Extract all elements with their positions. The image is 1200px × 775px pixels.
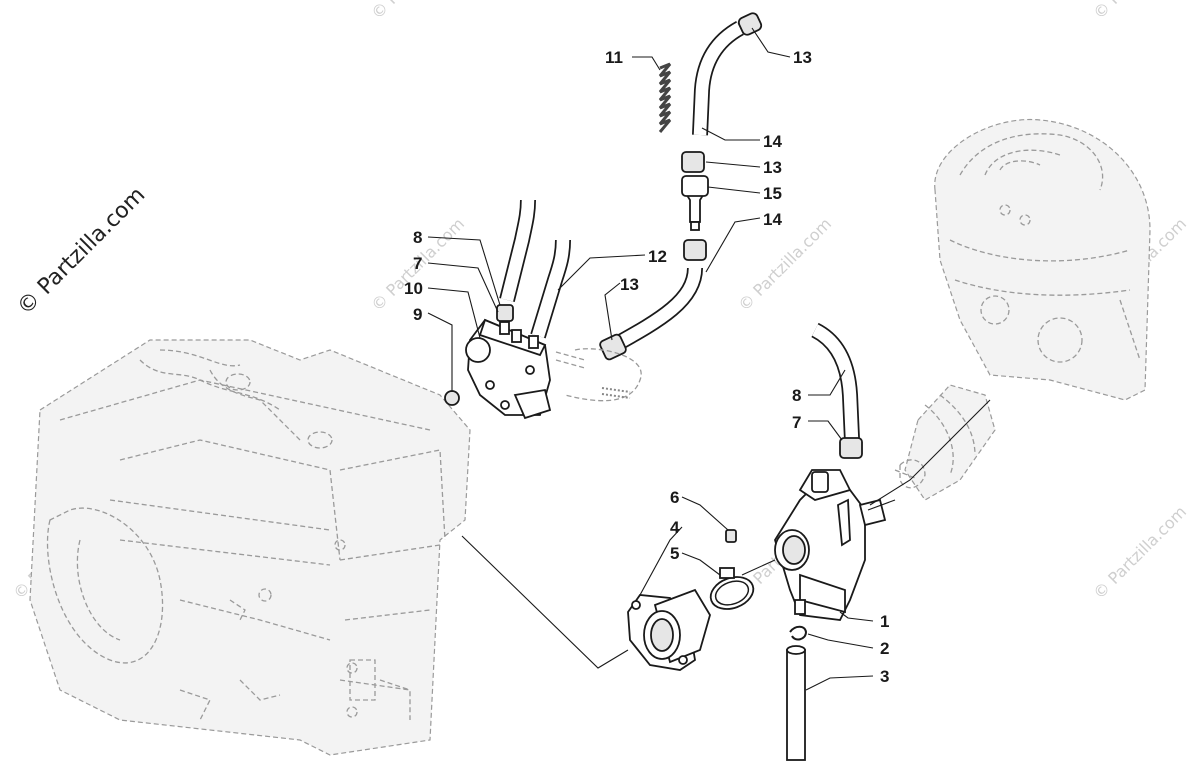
callout-5: 5 xyxy=(670,544,679,563)
engine-to-flange-line xyxy=(461,535,629,669)
watermark-tile: © Partzilla.com xyxy=(1089,0,1190,23)
spring-part xyxy=(658,62,672,133)
watermark-main: © Partzilla.com xyxy=(13,183,151,321)
callout-11: 11 xyxy=(605,48,623,67)
watermark-tile: © Partzilla.com xyxy=(367,0,468,23)
fuel-filter-assembly xyxy=(599,12,763,361)
intake-flange-assembly xyxy=(627,529,776,671)
callout-7: 7 xyxy=(792,413,801,432)
carb-to-airbox-line xyxy=(869,399,991,506)
callout-8: 8 xyxy=(792,386,801,405)
airbox-ghost xyxy=(894,118,1151,501)
callout-13: 13 xyxy=(763,158,782,177)
callout-14: 14 xyxy=(763,132,782,151)
callout-12: 12 xyxy=(648,247,667,266)
watermark-tile: © Partzilla.com xyxy=(734,214,835,315)
callout-1: 1 xyxy=(880,612,889,631)
callout-13: 13 xyxy=(793,48,812,67)
fuel-pump-assembly xyxy=(444,199,642,420)
callout-numbers: 11 13 14 13 15 14 12 13 8 7 10 9 8 7 6 4… xyxy=(404,48,889,686)
callout-leaders xyxy=(427,27,874,691)
callout-2: 2 xyxy=(880,639,889,658)
callout-7: 7 xyxy=(413,254,422,273)
callout-13: 13 xyxy=(620,275,639,294)
callout-4: 4 xyxy=(670,518,680,537)
callout-9: 9 xyxy=(413,305,422,324)
carburetor-assembly xyxy=(774,322,896,761)
callout-8: 8 xyxy=(413,228,422,247)
callout-15: 15 xyxy=(763,184,782,203)
engine-ghost xyxy=(29,339,471,756)
callout-14: 14 xyxy=(763,210,782,229)
watermark-tile: © Partzilla.com xyxy=(1089,502,1190,603)
callout-3: 3 xyxy=(880,667,889,686)
callout-6: 6 xyxy=(670,488,679,507)
callout-10: 10 xyxy=(404,279,423,298)
